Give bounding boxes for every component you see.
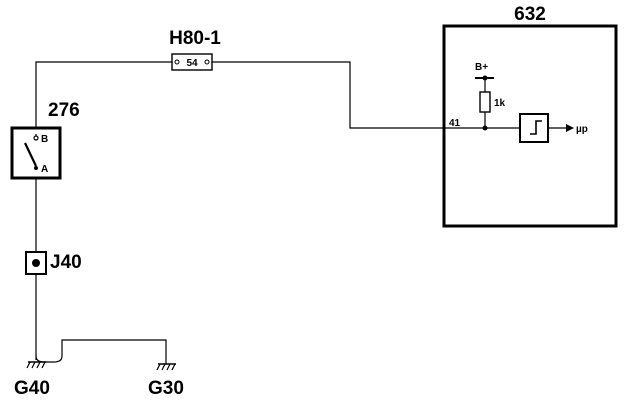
connector-j40: J40	[25, 251, 82, 275]
schmitt-trigger	[519, 113, 549, 143]
fuse-terminal-right	[204, 59, 210, 65]
ground-g30-hatch-2	[161, 363, 166, 371]
fuse-value: 54	[186, 58, 198, 69]
resistor-body	[479, 91, 491, 113]
ground-g40-hatch-2	[31, 361, 36, 369]
wire-g40-to-g30	[35, 339, 167, 364]
fuse-terminal-left	[174, 59, 180, 65]
switch-contact	[24, 142, 37, 167]
resistor-label: 1k	[494, 98, 506, 109]
switch-pin-b-dot	[33, 135, 39, 141]
output-arrow	[566, 124, 574, 132]
connector-pin	[32, 259, 40, 267]
ground-g30-label: G30	[148, 378, 184, 399]
ground-g40-label: G40	[14, 378, 50, 399]
switch-pin-a-label: A	[41, 164, 48, 175]
module-632: 632 41 B+ 1k µp	[442, 4, 618, 228]
ground-g40-hatch-4	[41, 361, 46, 369]
module-ref: 632	[514, 4, 546, 25]
fuse-ref: H80-1	[169, 28, 221, 49]
ground-g40-hatch-1	[26, 361, 31, 369]
ground-g40: G40	[14, 361, 50, 399]
switch-pin-a-dot	[34, 166, 38, 170]
switch-pin-b-label: B	[41, 134, 48, 145]
switch-276: 276 B A	[10, 100, 80, 180]
ground-g40-hatch-3	[36, 361, 41, 369]
wire-fuse-to-module	[212, 61, 444, 129]
junction-node	[482, 125, 488, 131]
module-pin-41-label: 41	[449, 118, 461, 129]
switch-ref: 276	[48, 100, 80, 121]
wires	[35, 61, 444, 364]
supply-label: B+	[475, 62, 488, 73]
ground-g30: G30	[148, 363, 184, 399]
output-label: µp	[576, 124, 588, 135]
fuse-body	[171, 53, 213, 71]
wire-switch-to-fuse	[35, 61, 172, 134]
schmitt-symbol	[530, 120, 542, 135]
ground-g30-hatch-1	[156, 363, 161, 371]
connector-ref: J40	[50, 252, 82, 273]
fuse-h80-1: 54 H80-1	[169, 28, 221, 71]
ground-g30-hatch-3	[166, 363, 171, 371]
ground-g30-hatch-4	[171, 363, 176, 371]
